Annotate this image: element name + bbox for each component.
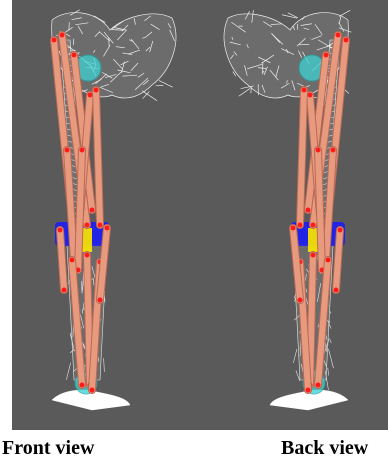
front-leg-model [12,0,200,430]
muscle-attachment-point [62,288,67,293]
muscle-attachment-point [326,258,331,263]
muscle-attachment-point [85,223,90,228]
back-view-caption: Back view [281,436,368,460]
pelvis-mesh-line [142,91,157,101]
muscle-attachment-point [70,258,75,263]
muscle-attachment-point [80,148,85,153]
tibia-mesh-line [328,349,333,368]
muscle-attachment-point [60,33,65,38]
muscle-attachment-point [105,226,110,231]
muscle-attachment-point [98,223,103,228]
muscle-attachment-point [336,33,341,38]
muscle-attachment-point [298,223,303,228]
tibia-mesh-line [66,363,70,380]
tibia-mesh-line [330,311,331,313]
pelvis-mesh-line [159,80,173,87]
muscle-cylinder [78,150,82,270]
muscle-attachment-point [316,383,321,388]
muscle-attachment-point [65,148,70,153]
front-view-caption: Front view [2,436,94,460]
muscle-attachment-point [302,88,307,93]
muscle-attachment-point [90,388,95,393]
tibia-mesh-line [328,368,329,376]
muscle-attachment-point [85,253,90,258]
tibia-mesh-line [296,371,300,381]
muscle-attachment-point [58,228,63,233]
muscle-cylinder [336,230,340,290]
muscle-attachment-point [311,253,316,258]
muscle-attachment-point [298,298,303,303]
muscle-attachment-point [331,148,336,153]
muscle-attachment-point [291,226,296,231]
muscle-attachment-point [308,93,313,98]
muscle-attachment-point [90,208,95,213]
muscle-attachment-point [80,383,85,388]
pelvis-mesh-line [339,10,350,16]
back-view-panel [200,0,388,430]
muscle-attachment-point [324,53,329,58]
muscle-attachment-point [344,38,349,43]
muscle-cylinder [300,90,304,225]
muscle-attachment-point [334,288,339,293]
muscle-attachment-point [98,298,103,303]
muscle-attachment-point [338,228,343,233]
muscle-attachment-point [306,388,311,393]
front-view-panel [12,0,200,430]
back-leg-model [200,0,388,430]
muscle-attachment-point [94,88,99,93]
muscle-attachment-point [316,148,321,153]
tibia-mesh-line [325,371,328,390]
pelvis-mesh-line [239,88,250,96]
muscle-attachment-point [52,38,57,43]
muscle-cylinder [96,90,100,225]
tibia-mesh-line [104,358,105,372]
muscle-attachment-point [306,208,311,213]
muscle-attachment-point [311,223,316,228]
muscle-attachment-point [72,53,77,58]
tibia-mesh-line [329,338,331,343]
muscle-attachment-point [88,93,93,98]
muscle-cylinder [318,150,322,270]
tibia-mesh-line [293,349,297,363]
muscle-cylinder [60,230,64,290]
